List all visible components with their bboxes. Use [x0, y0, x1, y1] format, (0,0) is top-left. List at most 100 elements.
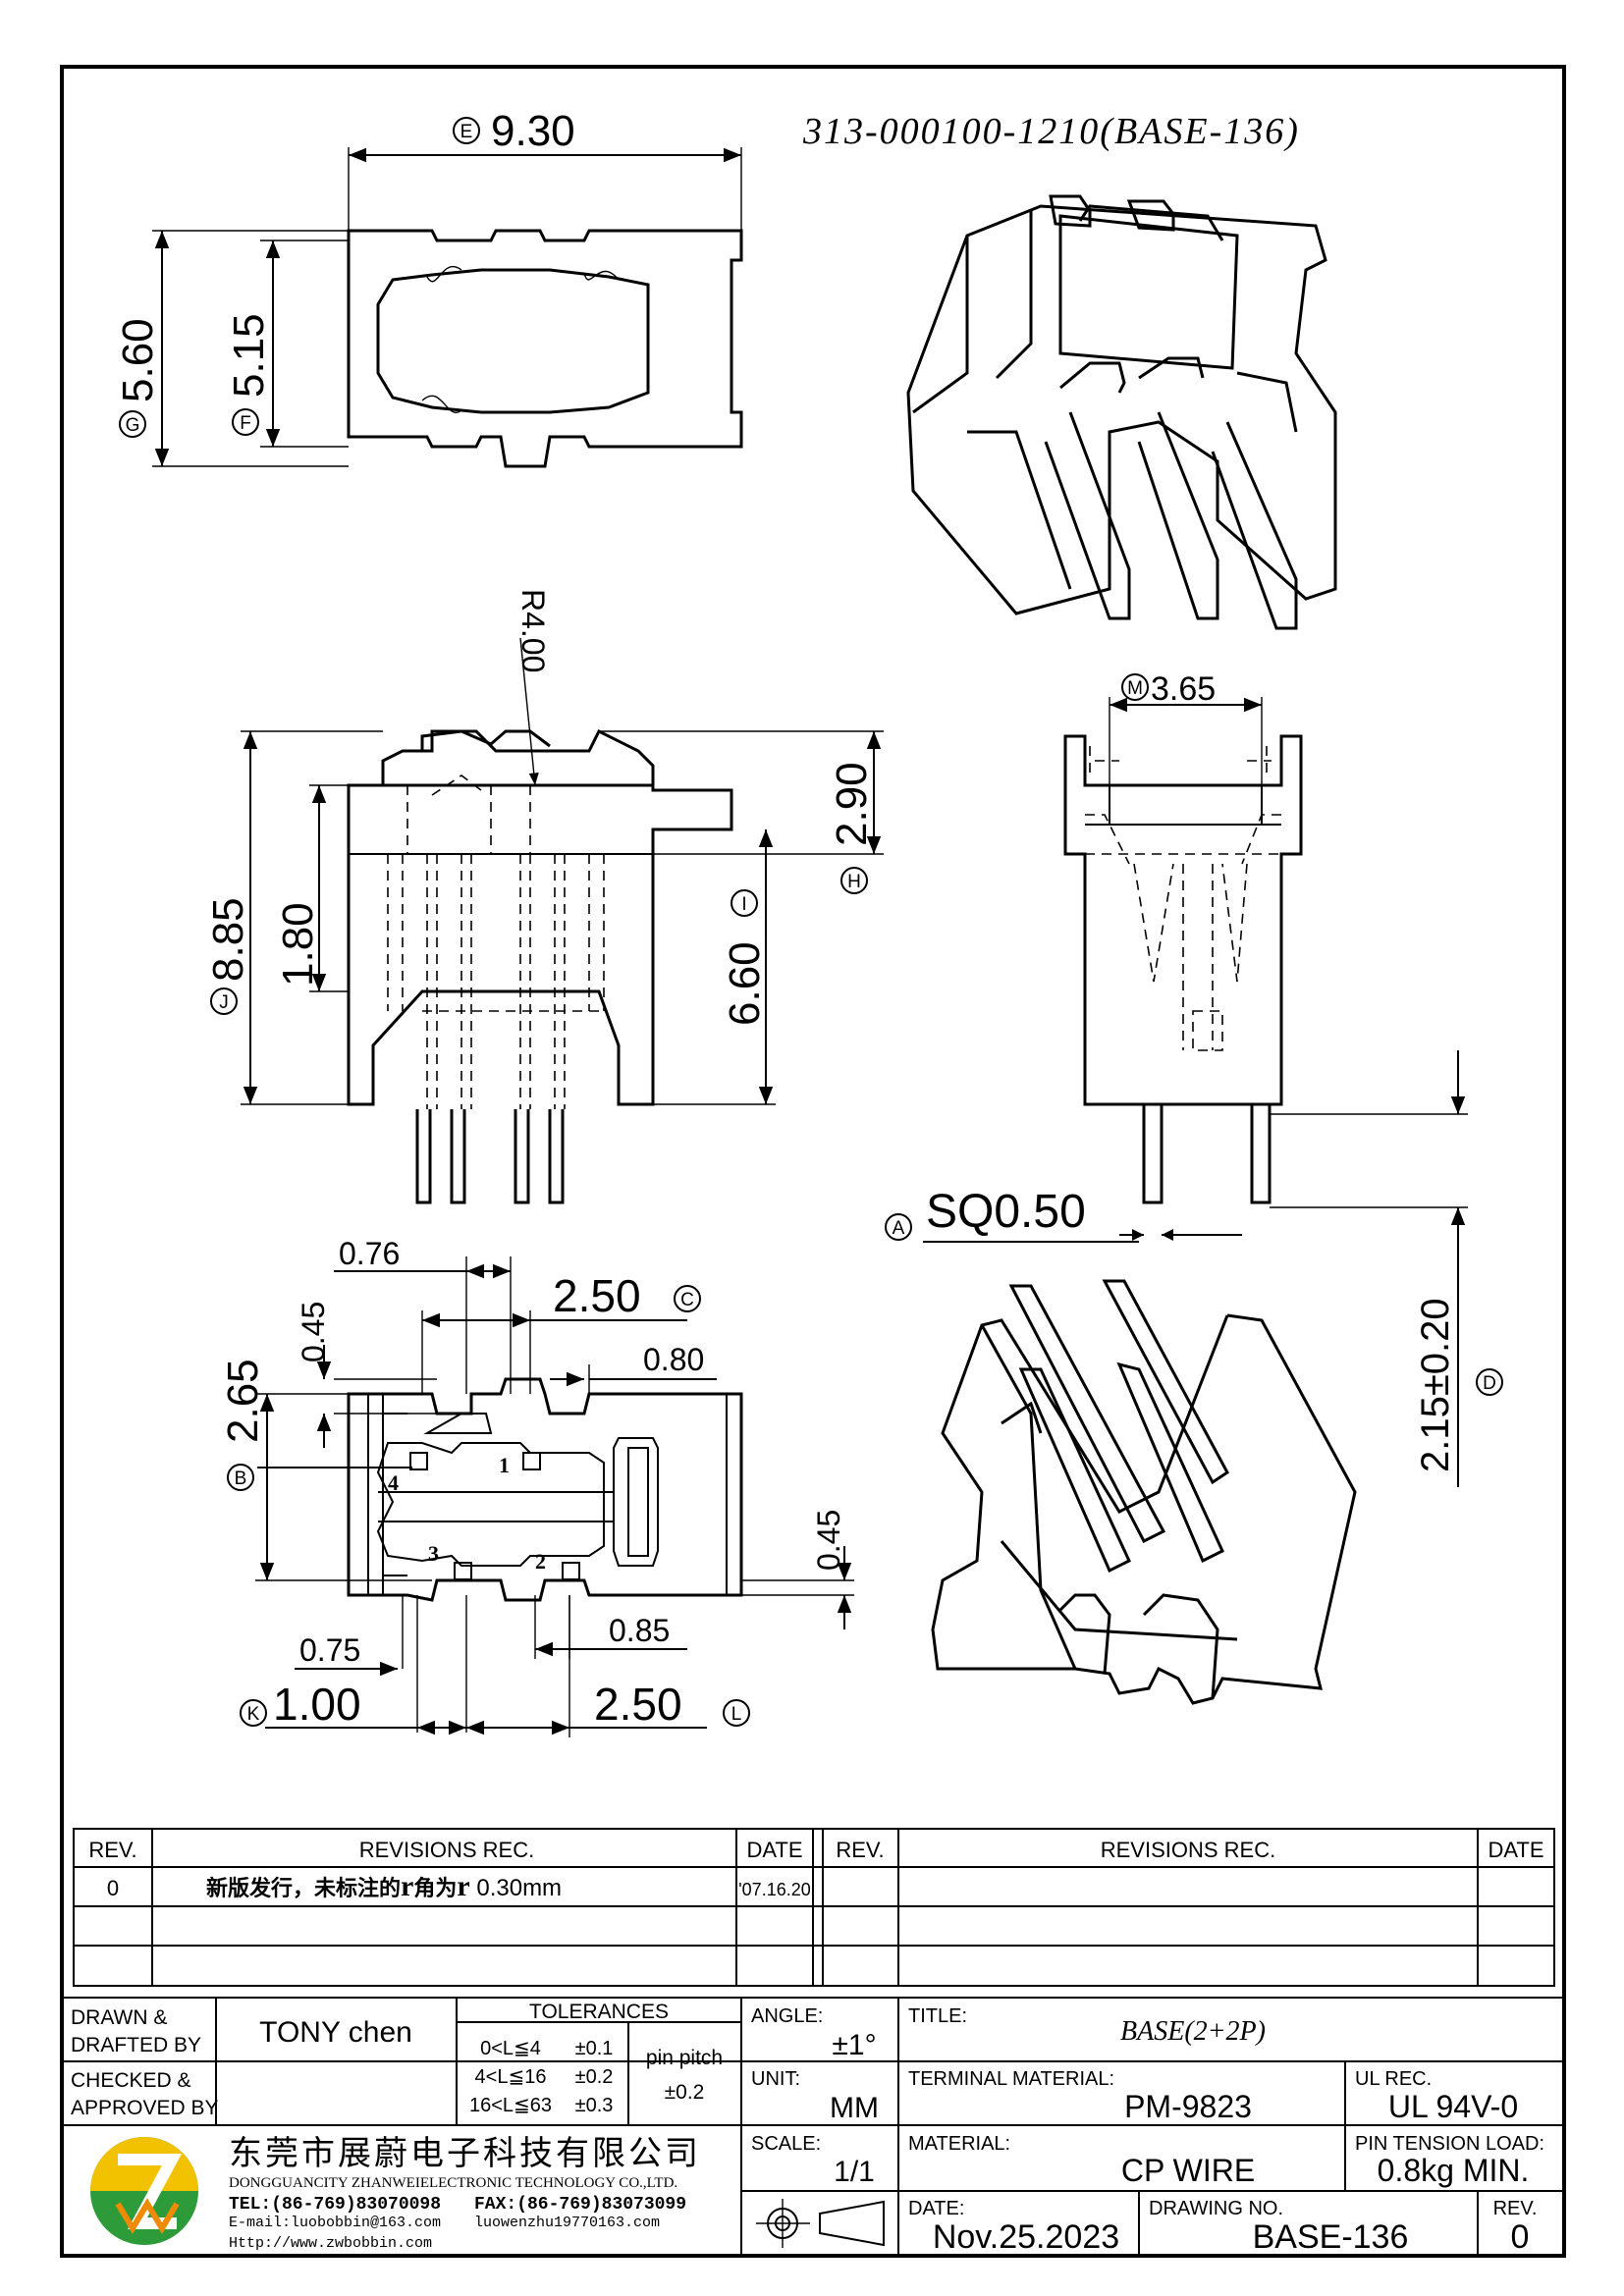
dim-I-value: 6.60 [721, 941, 769, 1026]
date-header-right: DATE [1488, 1838, 1543, 1862]
isometric-view-top [906, 194, 1337, 630]
tolerances-label: TOLERANCES [529, 2001, 669, 2023]
rev-header-right: REV. [836, 1838, 884, 1862]
tol-row-3: 16<L≦63 [469, 2095, 552, 2116]
dim-E-value: 9.30 [491, 107, 575, 155]
side-view: M 3.65 A SQ0.50 D 2.15±0.20 [885, 670, 1503, 1487]
dim-0-75: 0.75 [299, 1632, 360, 1668]
marker-G: G [126, 415, 140, 436]
terminal-val: PM-9823 [1124, 2089, 1252, 2124]
bottom-view: 4 1 3 2 0.76 0.45 2.50 C 0.80 B [219, 1236, 854, 1737]
dim-0-76: 0.76 [339, 1236, 400, 1271]
marker-H: H [847, 872, 861, 892]
marker-I: I [741, 894, 746, 915]
dim-M-value: 3.65 [1151, 670, 1216, 708]
revision-table: REV. REVISIONS REC. DATE REV. REVISIONS … [73, 1828, 1555, 1987]
ul-val: UL 94V-0 [1388, 2089, 1518, 2124]
rev-val: 0 [1511, 2218, 1530, 2256]
dim-C-value: 2.50 [553, 1270, 641, 1321]
title-val: BASE(2+2P) [1120, 2016, 1266, 2047]
ul-label: UL REC. [1355, 2068, 1432, 2090]
marker-C: C [680, 1290, 694, 1310]
rev-label: REV. [1493, 2198, 1538, 2219]
dim-radius: R4.00 [515, 589, 551, 672]
marker-E: E [460, 122, 473, 142]
rev-row-0-date: '07.16.20 [738, 1880, 811, 1899]
company-logo [90, 2137, 198, 2245]
pin-pitch-label: pin pitch [646, 2047, 723, 2069]
checked-label-1: CHECKED & [71, 2069, 191, 2092]
company-web: Http://www.zwbobbin.com [229, 2235, 432, 2252]
marker-B: B [235, 1468, 247, 1489]
company-name-en: DONGGUANCITY ZHANWEIELECTRONIC TECHNOLOG… [229, 2175, 677, 2191]
tol-row-1: 0<L≦4 [480, 2038, 541, 2059]
rev-header-left: REV. [88, 1838, 136, 1862]
drawing-no-label: DRAWING NO. [1149, 2198, 1283, 2219]
rev-row-0-text: 新版发行，未标注的r角为r 0.30mm [206, 1870, 562, 1902]
dim-B-value: 2.65 [219, 1359, 267, 1443]
title-label: TITLE: [908, 2005, 967, 2027]
drawn-label-1: DRAWN & [71, 2006, 167, 2029]
drawn-label-2: DRAFTED BY [71, 2034, 201, 2056]
front-view: R4.00 J 8.85 1.80 H 2.90 I 6.60 [204, 589, 884, 1204]
date-header-left: DATE [746, 1838, 802, 1862]
title-block: DRAWN & DRAFTED BY TONY chen CHECKED & A… [61, 1997, 1565, 2257]
tol-row-2: 4<L≦16 [475, 2066, 547, 2088]
company-fax: FAX:(86-769)83073099 [474, 2195, 686, 2215]
drawn-by: TONY chen [259, 2016, 412, 2049]
marker-F: F [240, 413, 251, 434]
dim-H-value: 2.90 [828, 762, 876, 846]
top-view: E 9.30 G 5.60 F 5.15 [114, 107, 743, 468]
terminal-label: TERMINAL MATERIAL: [908, 2068, 1114, 2090]
material-label: MATERIAL: [908, 2133, 1010, 2155]
dim-0-45-top: 0.45 [296, 1302, 331, 1362]
date-val: Nov.25.2023 [933, 2218, 1119, 2256]
pin-label-1: 1 [499, 1453, 510, 1477]
dim-A-value: SQ0.50 [926, 1186, 1086, 1238]
pin-tension-label: PIN TENSION LOAD: [1355, 2133, 1544, 2155]
unit-val: MM [830, 2092, 879, 2124]
pin-label-2: 2 [535, 1549, 546, 1574]
company-tel: TEL:(86-769)83070098 [229, 2195, 441, 2215]
checked-label-2: APPROVED BY [71, 2097, 219, 2119]
dim-K-value: 1.00 [273, 1679, 361, 1730]
dim-L-value: 2.50 [594, 1679, 682, 1730]
scale-label: SCALE: [751, 2133, 821, 2155]
dim-1-80: 1.80 [274, 902, 322, 987]
pin-pitch-val: ±0.2 [665, 2081, 705, 2104]
pin-label-3: 3 [428, 1541, 439, 1566]
tol-val-2: ±0.2 [575, 2066, 614, 2088]
tol-val-3: ±0.3 [575, 2095, 614, 2116]
marker-K: K [247, 1704, 260, 1725]
marker-D: D [1483, 1373, 1496, 1394]
dim-0-85: 0.85 [609, 1613, 670, 1648]
isometric-view-bottom [931, 1279, 1357, 1705]
rev-row-0-rev: 0 [107, 1876, 119, 1900]
pin-tension-val: 0.8kg MIN. [1378, 2153, 1530, 2188]
dim-0-45-right: 0.45 [811, 1510, 846, 1571]
company-email-2: luowenzhu19770163.com [474, 2215, 660, 2231]
marker-M: M [1127, 678, 1143, 699]
scale-val: 1/1 [834, 2156, 875, 2188]
marker-L: L [731, 1704, 742, 1725]
material-val: CP WIRE [1121, 2153, 1255, 2188]
dim-G-value: 5.60 [114, 318, 162, 402]
marker-A: A [893, 1218, 905, 1239]
tol-val-1: ±0.1 [575, 2038, 614, 2059]
pin-label-4: 4 [388, 1470, 399, 1495]
unit-label: UNIT: [751, 2068, 800, 2090]
projection-symbol-icon [756, 2199, 885, 2248]
dim-0-80: 0.80 [643, 1342, 704, 1377]
dim-J-value: 8.85 [204, 897, 252, 982]
company-name-cn: 东莞市展蔚电子科技有限公司 [229, 2135, 701, 2172]
dim-F-value: 5.15 [225, 313, 273, 398]
dim-D-value: 2.15±0.20 [1414, 1298, 1457, 1472]
revisions-header-right: REVISIONS REC. [1101, 1838, 1275, 1862]
company-email: E-mail:luobobbin@163.com [229, 2215, 441, 2231]
angle-val: ±1° [832, 2029, 876, 2061]
date-label: DATE: [908, 2198, 964, 2219]
part-number: 313-000100-1210(BASE-136) [802, 111, 1300, 152]
angle-label: ANGLE: [751, 2005, 823, 2027]
revisions-header-left: REVISIONS REC. [359, 1838, 534, 1862]
